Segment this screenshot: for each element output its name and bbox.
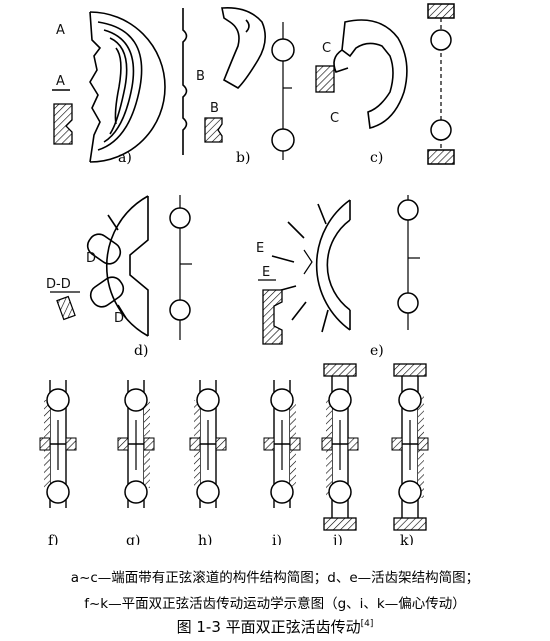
panel-label-j: j) — [331, 533, 343, 545]
panel-b-schematic — [271, 22, 295, 160]
mark-d-lower: D — [114, 311, 124, 326]
panel-c-section — [315, 65, 335, 93]
figure-reference: [4] — [360, 619, 374, 629]
panel-e-section — [258, 279, 283, 345]
panel-label-a: a) — [118, 150, 132, 166]
caption-line-2: f~k—平面双正弦活齿传动运动学示意图（g、i、k—偏心传动） — [84, 596, 466, 612]
figure-title-text: 图 1-3 平面双正弦活齿传动 — [176, 618, 361, 636]
panel-d-drawing — [86, 195, 149, 337]
panel-c-drawing — [333, 19, 408, 129]
mark-b: B — [196, 69, 205, 84]
panel-label-e: e) — [370, 343, 384, 359]
panel-a-section — [52, 89, 73, 145]
mark-d-section: D-D — [46, 277, 71, 292]
mark-b-section: B — [210, 101, 219, 116]
panel-label-i: i) — [272, 533, 282, 545]
panel-e-schematic — [397, 195, 420, 330]
figure-drawing: a) b) c) d) e) f) g) h) i) j) k) A A B B… — [39, 3, 455, 545]
panel-c-schematic — [427, 3, 455, 165]
kinematic-diagrams-row — [39, 363, 429, 531]
section-marks: A A B B C C D D D-D E E — [46, 23, 339, 326]
panel-d-section — [50, 291, 80, 321]
mark-d-upper: D — [86, 251, 96, 266]
figure-title: 图 1-3 平面双正弦活齿传动[4] — [0, 616, 550, 637]
kinematic-diagram-g — [117, 380, 155, 508]
panel-e-drawing — [271, 199, 351, 333]
mark-a-section: A — [56, 74, 65, 89]
kinematic-diagram-f — [39, 380, 77, 508]
mark-e: E — [256, 241, 264, 256]
kinematic-diagram-i — [263, 380, 301, 508]
panel-label-d: d) — [134, 343, 148, 359]
mark-c-lower: C — [330, 111, 339, 126]
panel-label-k: k) — [400, 533, 414, 545]
panel-b-drawing — [182, 6, 266, 155]
panel-labels: a) b) c) d) e) f) g) h) i) j) k) — [48, 150, 414, 545]
panel-label-h: h) — [198, 533, 212, 545]
panel-label-c: c) — [370, 150, 383, 166]
caption-line-1: a~c—端面带有正弦滚道的构件结构简图；d、e—活齿架结构简图； — [70, 570, 480, 586]
panel-label-g: g) — [126, 533, 140, 545]
kinematic-diagram-h — [189, 380, 227, 508]
kinematic-diagram-j — [321, 363, 359, 531]
kinematic-diagram-k — [391, 363, 429, 531]
mark-c-upper: C — [322, 41, 331, 56]
mark-a-top: A — [56, 23, 65, 38]
panel-b-section — [204, 117, 223, 143]
panel-label-f: f) — [48, 533, 59, 545]
panel-a-drawing — [89, 11, 166, 163]
panel-d-schematic — [169, 195, 192, 340]
panel-label-b: b) — [236, 150, 250, 166]
mark-e-section: E — [262, 265, 270, 280]
